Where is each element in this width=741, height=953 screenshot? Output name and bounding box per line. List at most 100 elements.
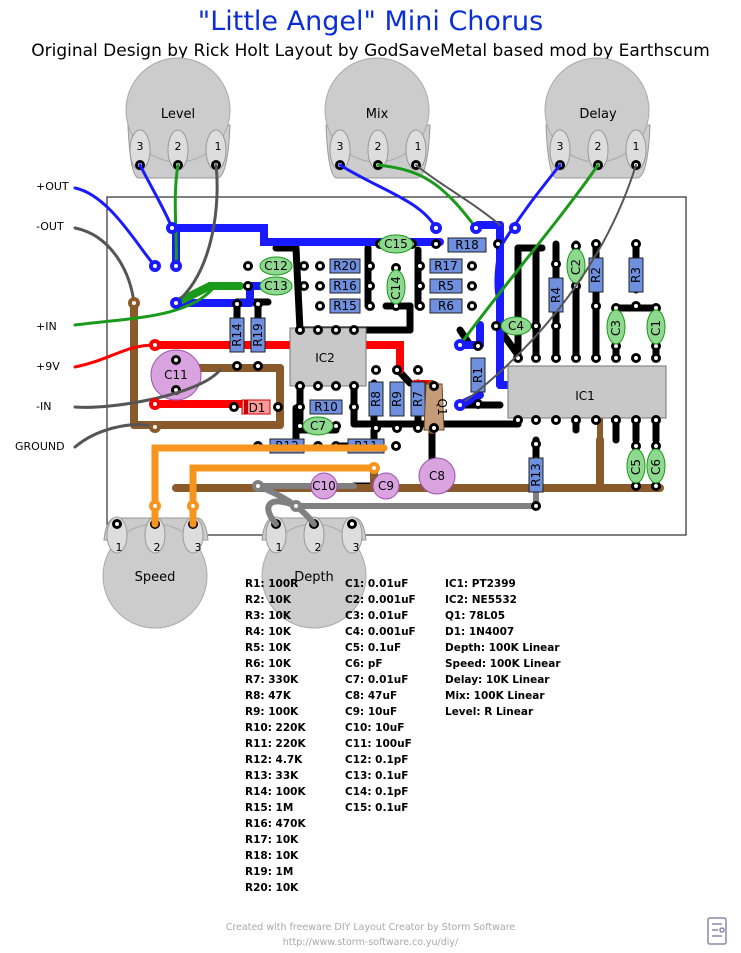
ic1-body[interactable]	[507, 353, 667, 425]
wire-9v-label: +9V	[36, 360, 60, 373]
r10-label: R10	[314, 400, 338, 414]
c8-label: C8	[429, 469, 445, 483]
offboard-wires	[73, 163, 637, 528]
bom-item: Q1: 78L05	[445, 610, 506, 622]
capacitor-c4[interactable]	[491, 316, 541, 336]
bom-resistors: R1: 100R R2: 10K R3: 10K R4: 10K R5: 10K…	[245, 576, 306, 896]
delay-pin-3: 3	[557, 140, 564, 153]
regulator-q1[interactable]	[423, 381, 445, 433]
capacitor-c6[interactable]	[646, 441, 666, 491]
resistor-r6[interactable]	[415, 298, 477, 314]
d1-label: D1	[249, 401, 266, 415]
wire-ground-label: GROUND	[15, 440, 65, 453]
mix-pin-1: 1	[415, 140, 422, 153]
r2-label: R2	[589, 267, 603, 283]
capacitor-c12[interactable]	[243, 256, 309, 276]
r20-label: R20	[333, 259, 357, 273]
bom-item: R19: 1M	[245, 866, 294, 878]
resistor-r15[interactable]	[315, 298, 375, 314]
capacitor-c13[interactable]	[243, 276, 309, 296]
pot-mix[interactable]	[324, 57, 431, 179]
level-pin-2: 2	[175, 140, 182, 153]
bom-item: C11: 100uF	[345, 738, 412, 750]
bom-item: R1: 100R	[245, 578, 299, 590]
r5-label: R5	[438, 279, 454, 293]
bom-item: C13: 0.1uF	[345, 770, 409, 782]
resistor-r13[interactable]	[528, 439, 544, 511]
resistor-r14[interactable]	[229, 299, 245, 371]
resistor-r16[interactable]	[315, 278, 375, 294]
wire-in-neg-label: -IN	[36, 400, 51, 413]
bom-item: R15: 1M	[245, 802, 294, 814]
resistor-r19[interactable]	[250, 299, 266, 371]
r6-label: R6	[438, 299, 454, 313]
bom-item: Speed: 100K Linear	[445, 658, 561, 670]
c10-label: C10	[312, 479, 336, 493]
capacitor-c7[interactable]	[295, 416, 341, 436]
capacitor-labels: C15 C12 C13 C4 C7 C14 C2 C3 C1 C5 C6 C11…	[164, 237, 663, 493]
pot-delay[interactable]	[544, 57, 651, 179]
mix-pin-2: 2	[375, 140, 382, 153]
pot-level-label: Level	[161, 107, 195, 122]
diode-d1[interactable]	[229, 399, 283, 415]
capacitor-c8[interactable]	[418, 457, 456, 495]
diy-logo-icon	[707, 917, 727, 945]
pot-speed-label: Speed	[135, 570, 176, 585]
resistor-r2[interactable]	[588, 239, 604, 311]
capacitor-c10[interactable]	[310, 472, 338, 500]
capacitor-c2[interactable]	[566, 241, 586, 291]
capacitor-c15[interactable]	[375, 234, 417, 254]
c7-label: C7	[310, 419, 326, 433]
resistor-r9[interactable]	[389, 365, 405, 433]
capacitor-c14[interactable]	[386, 263, 406, 311]
bom-item: IC2: NE5532	[445, 594, 517, 606]
c2-label: C2	[569, 259, 583, 275]
bom-item: C7: 0.01uF	[345, 674, 409, 686]
r17-label: R17	[434, 259, 458, 273]
bom-item: C1: 0.01uF	[345, 578, 409, 590]
resistor-r17[interactable]	[415, 258, 477, 274]
bom-item: R2: 10K	[245, 594, 291, 606]
bom-item: R8: 47K	[245, 690, 291, 702]
bom-item: R10: 220K	[245, 722, 306, 734]
bom-item: R17: 10K	[245, 834, 299, 846]
capacitor-c5[interactable]	[626, 441, 646, 491]
resistor-r8[interactable]	[368, 365, 384, 433]
ic2-body[interactable]	[289, 325, 367, 391]
resistor-r5[interactable]	[415, 278, 477, 294]
depth-pin-2: 2	[315, 541, 322, 554]
pot-depth[interactable]	[261, 516, 367, 629]
page-subtitle: Original Design by Rick Holt Layout by G…	[31, 41, 710, 61]
pot-level[interactable]	[125, 57, 231, 179]
resistor-r18[interactable]	[431, 237, 503, 253]
bom-item: R20: 10K	[245, 882, 299, 894]
bom-item: D1: 1N4007	[445, 626, 515, 638]
resistor-r3[interactable]	[628, 239, 644, 311]
speed-pin-2: 2	[154, 541, 161, 554]
capacitor-c1[interactable]	[646, 303, 666, 351]
capacitor-c3[interactable]	[606, 303, 626, 351]
capacitor-c9[interactable]	[372, 472, 400, 500]
r7-label: R7	[411, 391, 425, 407]
bom-item: R7: 330K	[245, 674, 299, 686]
bom-item: R3: 10K	[245, 610, 291, 622]
r19-label: R19	[251, 323, 265, 347]
footer-url[interactable]: http://www.storm-software.co.yu/diy/	[282, 937, 459, 948]
bom-item: C6: pF	[345, 658, 383, 670]
c4-label: C4	[508, 319, 524, 333]
bom-item: C14: 0.1pF	[345, 786, 409, 798]
wire-out-pos-label: +OUT	[36, 180, 69, 193]
capacitors	[150, 234, 666, 500]
bom-item: Depth: 100K Linear	[445, 642, 560, 654]
r4-label: R4	[549, 287, 563, 303]
depth-pin-1: 1	[276, 541, 283, 554]
resistor-r20[interactable]	[315, 258, 375, 274]
c1-label: C1	[649, 320, 663, 336]
resistors	[229, 237, 644, 511]
r16-label: R16	[333, 279, 357, 293]
resistor-r10[interactable]	[295, 399, 359, 415]
r1-label: R1	[471, 367, 485, 383]
c11-label: C11	[164, 368, 188, 382]
speed-pin-3: 3	[195, 541, 202, 554]
speed-pin-1: 1	[116, 541, 123, 554]
